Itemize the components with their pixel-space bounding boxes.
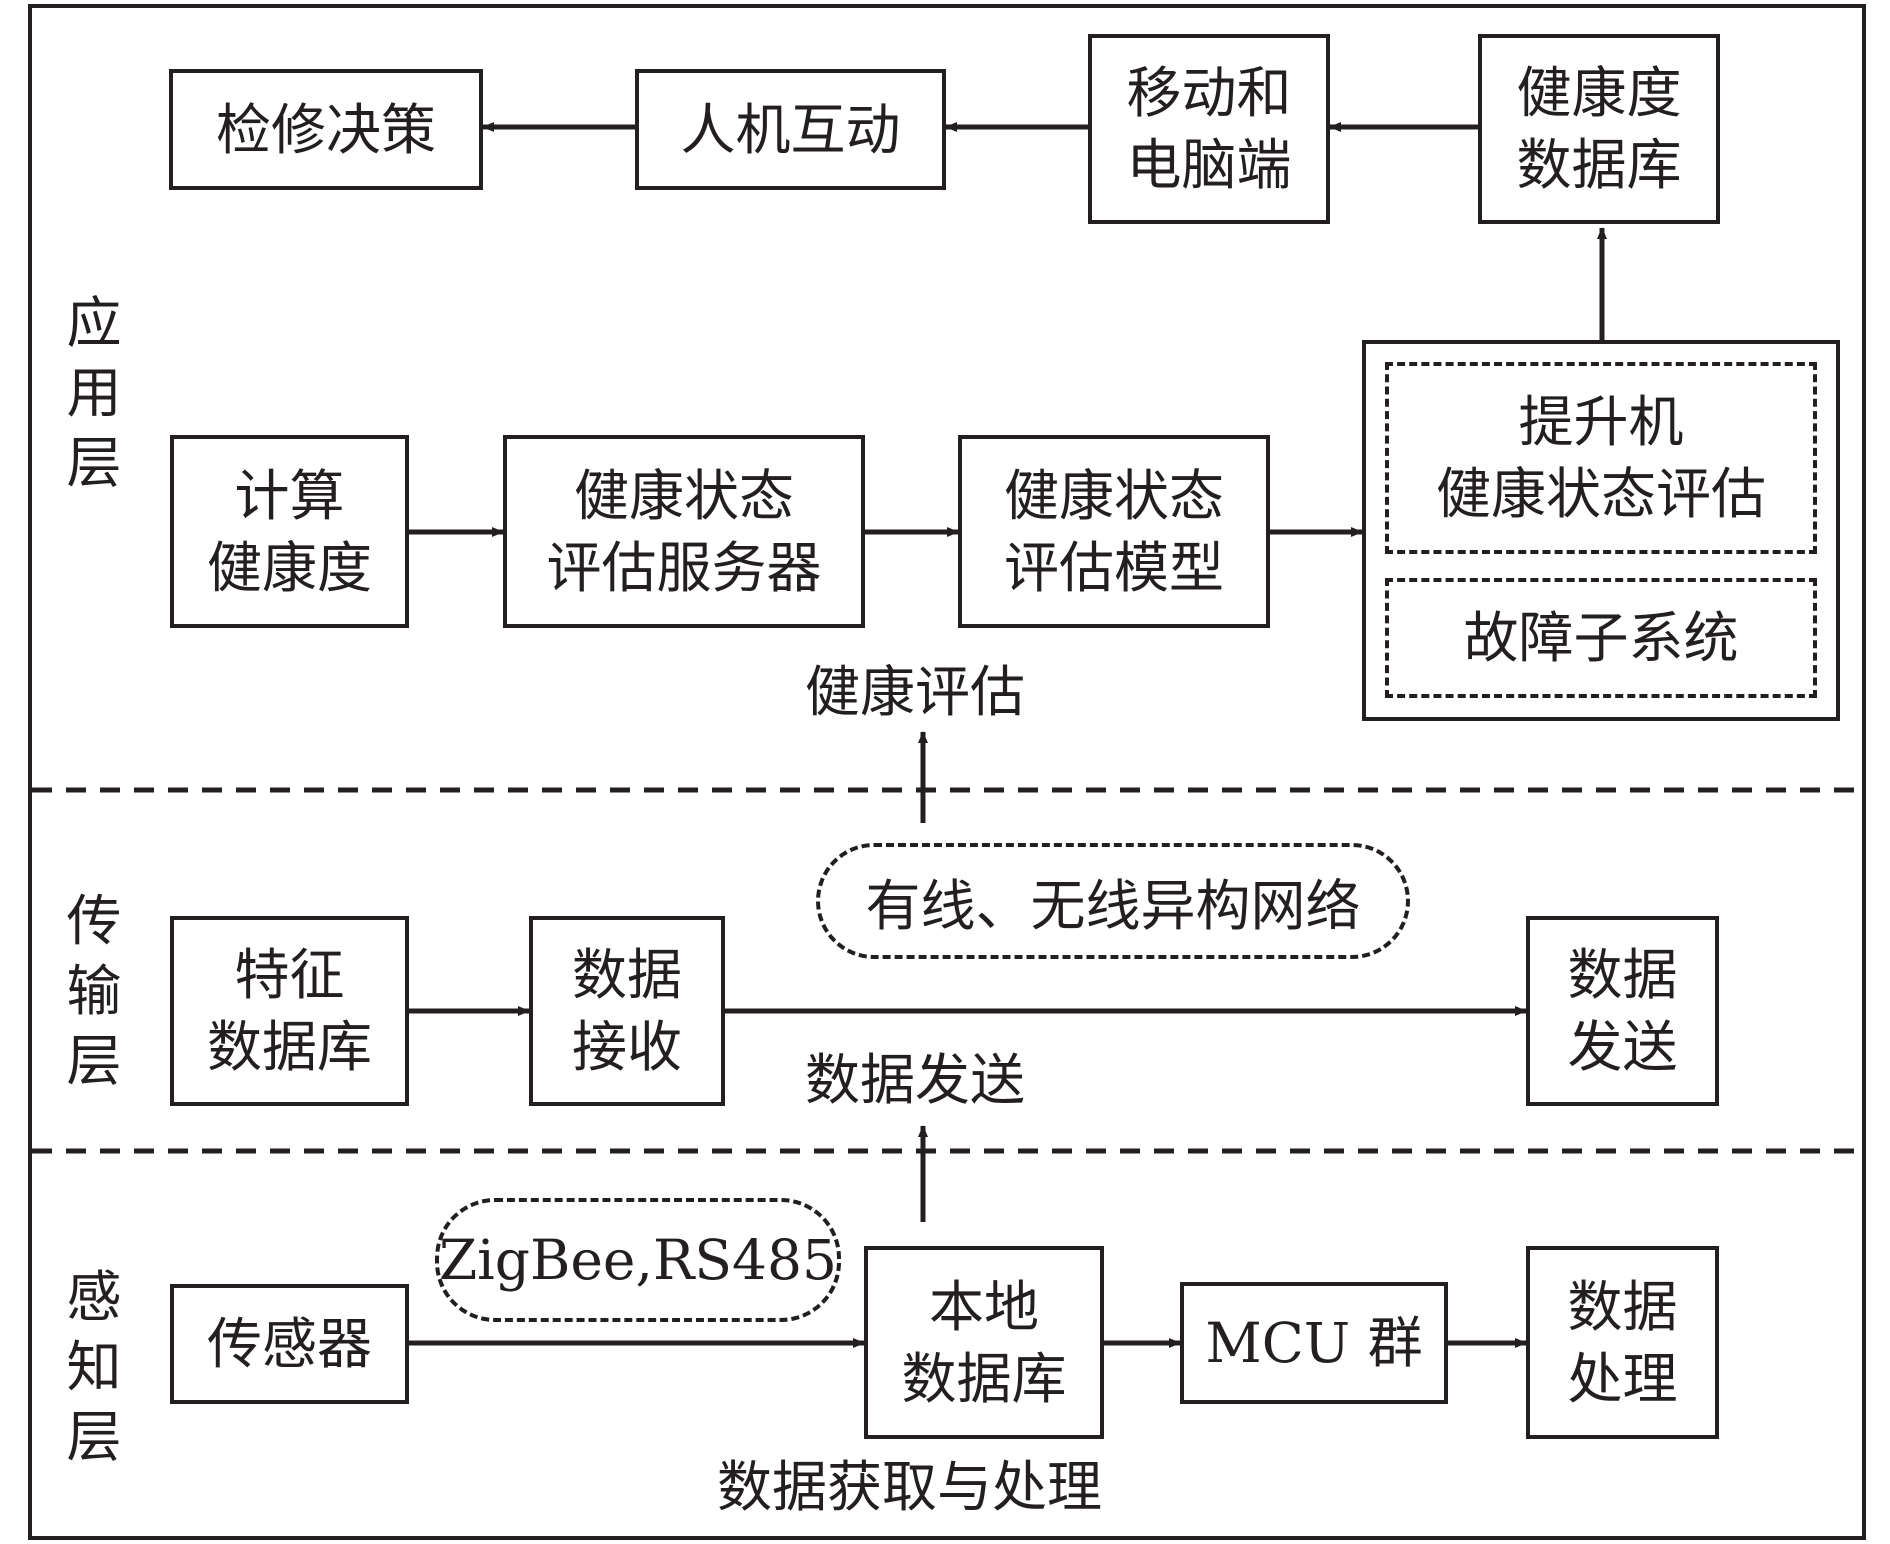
node-human-machine-interaction: 人机互动 xyxy=(635,69,946,190)
diagram-frame xyxy=(28,4,1866,1540)
node-assessment-server: 健康状态评估服务器 xyxy=(503,435,865,628)
node-local-database: 本地数据库 xyxy=(864,1246,1104,1439)
node-hoist-assessment-group xyxy=(1362,340,1840,721)
node-data-receive: 数据接收 xyxy=(529,916,725,1106)
node-feature-database: 特征数据库 xyxy=(170,916,409,1106)
node-fault-subsystem: 故障子系统 xyxy=(1385,578,1817,698)
node-hoist-health-assessment: 提升机健康状态评估 xyxy=(1385,362,1817,554)
node-maintenance-decision: 检修决策 xyxy=(169,69,483,190)
node-mobile-and-pc: 移动和电脑端 xyxy=(1088,34,1330,224)
label-health-assessment: 健康评估 xyxy=(805,660,1026,724)
node-compute-health: 计算健康度 xyxy=(170,435,409,628)
label-data-acquisition: 数据获取与处理 xyxy=(717,1455,1103,1519)
node-data-processing: 数据处理 xyxy=(1526,1246,1719,1439)
layer-label-transmission: 传输层 xyxy=(66,889,122,1093)
label-data-send: 数据发送 xyxy=(805,1048,1026,1112)
node-heterogeneous-network: 有线、无线异构网络 xyxy=(816,843,1410,959)
layer-label-application: 应用层 xyxy=(66,291,122,495)
node-assessment-model: 健康状态评估模型 xyxy=(958,435,1270,628)
node-data-send: 数据发送 xyxy=(1526,916,1719,1106)
node-mcu-group: MCU 群 xyxy=(1180,1282,1448,1404)
node-protocols: ZigBee,RS485 xyxy=(435,1198,841,1322)
node-health-database: 健康度数据库 xyxy=(1478,34,1720,224)
layer-label-perception: 感知层 xyxy=(66,1265,122,1469)
node-sensor: 传感器 xyxy=(170,1284,409,1404)
